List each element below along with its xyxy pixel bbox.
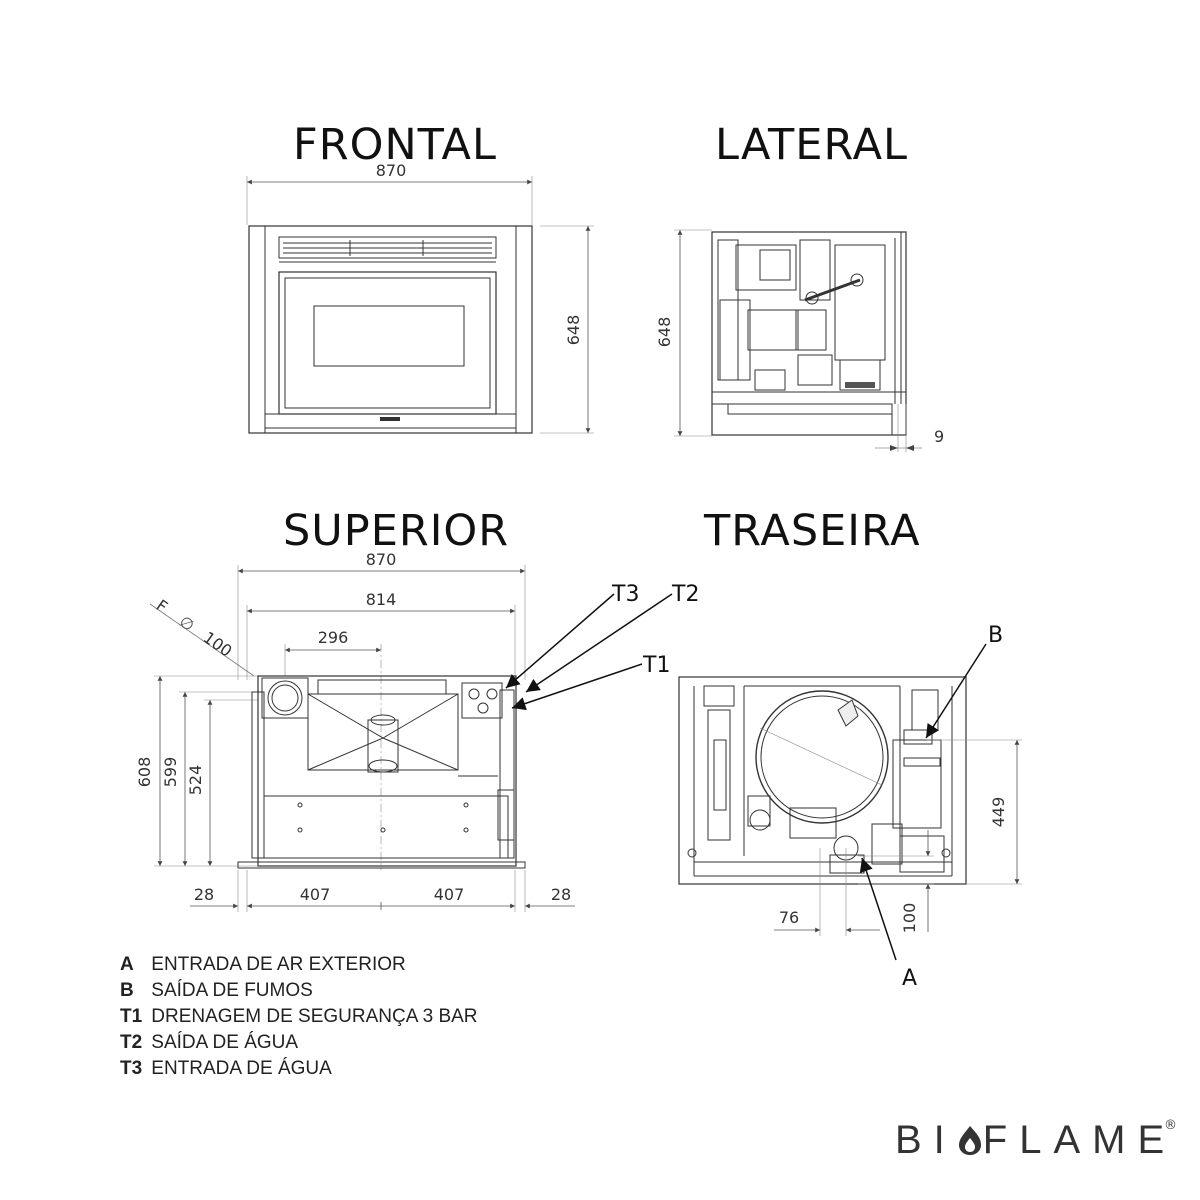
traseira-offset-a-x-label: 76: [779, 908, 799, 927]
superior-width-total-label: 870: [366, 550, 397, 569]
traseira-offset-a-y-label: 100: [900, 903, 919, 934]
superior-bottom-left-label: 28: [194, 885, 214, 904]
frontal-glass: [313, 305, 465, 367]
legend-row-t1: T1 DRENAGEM DE SEGURANÇA 3 BAR: [120, 1004, 478, 1030]
legend-key: T3: [120, 1058, 143, 1079]
lateral-height-label: 648: [655, 317, 674, 348]
superior-flue-label-f: F: [153, 596, 171, 617]
legend-text: ENTRADA DE ÁGUA: [151, 1058, 332, 1079]
superior-flue: [261, 677, 309, 719]
traseira-view: [678, 643, 1022, 961]
legend-row-b: B SAÍDA DE FUMOS: [120, 978, 478, 1004]
brand-text-right: FLAME: [982, 1118, 1177, 1162]
legend-text: DRENAGEM DE SEGURANÇA 3 BAR: [151, 1006, 478, 1027]
traseira-tank: [755, 690, 889, 824]
legend-text: SAÍDA DE ÁGUA: [151, 1032, 299, 1053]
lateral-title: LATERAL: [715, 120, 908, 170]
superior-width-inner-label: 814: [366, 590, 397, 609]
frontal-title: FRONTAL: [293, 120, 497, 170]
frontal-door: [278, 271, 497, 415]
legend-row-t3: T3 ENTRADA DE ÁGUA: [120, 1056, 478, 1082]
superior-body: [257, 675, 517, 867]
superior-bottom-half-right-label: 407: [434, 885, 465, 904]
frontal-grille: [278, 236, 497, 259]
frontal-view: [246, 176, 594, 434]
lateral-offset-label: 9: [934, 427, 944, 446]
superior-flue-label-size: 100: [200, 628, 236, 661]
superior-bottom-right-label: 28: [551, 885, 571, 904]
legend-text: SAÍDA DE FUMOS: [151, 980, 313, 1001]
superior-depth-total-label: 608: [135, 757, 154, 788]
legend-row-a: A ENTRADA DE AR EXTERIOR: [120, 952, 478, 978]
legend-key: B: [120, 980, 134, 1001]
legend: A ENTRADA DE AR EXTERIOR B SAÍDA DE FUMO…: [120, 952, 478, 1082]
superior-bottom-half-left-label: 407: [300, 885, 331, 904]
lateral-body: [711, 231, 907, 436]
frontal-height-label: 648: [564, 315, 583, 346]
superior-flue-label-diameter: ∅: [176, 612, 198, 636]
superior-title: SUPERIOR: [283, 506, 510, 556]
flame-icon: [957, 1118, 983, 1163]
legend-row-t2: T2 SAÍDA DE ÁGUA: [120, 1030, 478, 1056]
registered-mark: ®: [1164, 1118, 1177, 1133]
traseira-height-b-label: 449: [989, 797, 1008, 828]
legend-key: T2: [120, 1032, 143, 1053]
superior-depth-mid-label: 599: [161, 757, 180, 788]
legend-key: T1: [120, 1006, 143, 1027]
callout-t2: T2: [671, 582, 699, 607]
legend-text: ENTRADA DE AR EXTERIOR: [151, 954, 406, 975]
callout-t3: T3: [611, 582, 639, 607]
superior-depth-inner-label: 524: [186, 765, 205, 796]
lateral-view: [674, 229, 922, 452]
callout-t1: T1: [642, 653, 670, 678]
legend-key: A: [120, 954, 134, 975]
callout-a: A: [902, 966, 917, 991]
brand-logo: BI FLAME: [895, 1118, 1176, 1163]
traseira-outer: [678, 676, 967, 885]
traseira-flue-box: [892, 739, 942, 829]
superior-view: [149, 565, 673, 912]
superior-flue-offset-label: 296: [318, 628, 349, 647]
traseira-title: TRASEIRA: [704, 506, 921, 556]
brand-text-left: BI: [895, 1118, 957, 1162]
callout-b: B: [988, 623, 1003, 648]
frontal-width-label: 870: [376, 161, 407, 180]
